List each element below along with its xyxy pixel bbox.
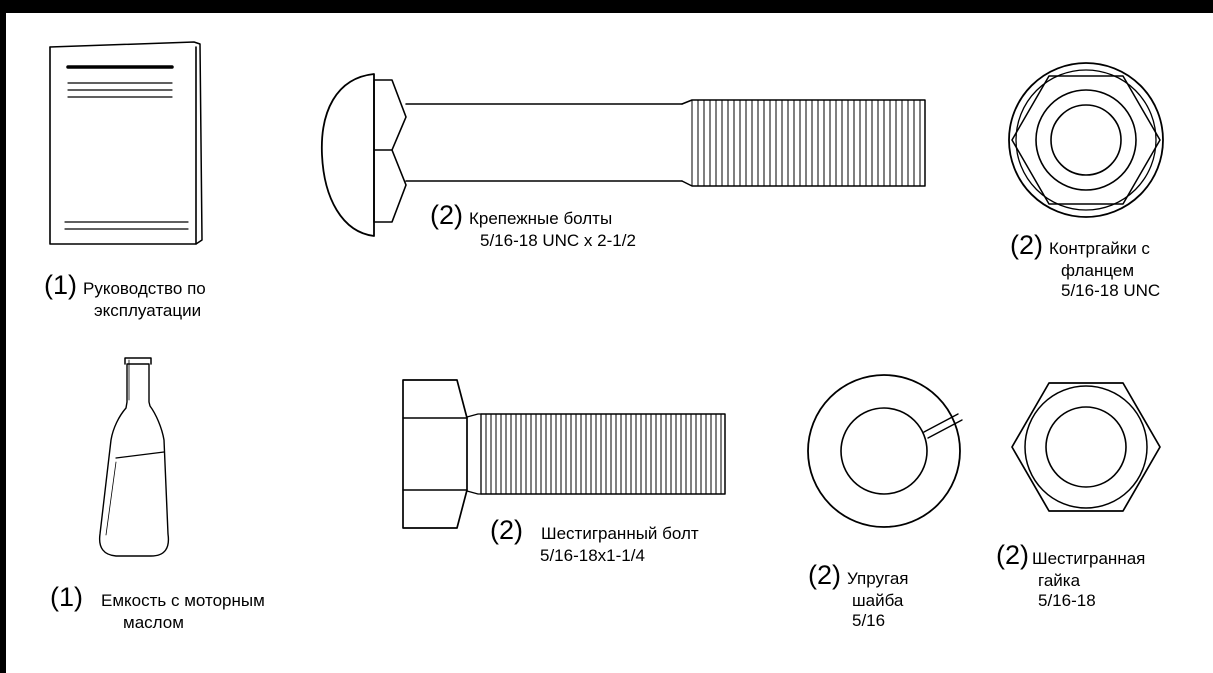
manual-name: Руководство по <box>83 279 206 298</box>
hex-nut-desc: гайка <box>1038 571 1081 591</box>
label-manual: (1) Руководство по эксплуатации <box>44 270 206 321</box>
oil-qty: (1) <box>50 582 83 612</box>
flange-nut-desc: фланцем <box>1061 261 1135 281</box>
hex-nut-size: 5/16-18 <box>1038 590 1096 610</box>
label-flange-nut: (2) Контргайки с фланцем 5/16-18 UNC <box>1010 230 1160 300</box>
carriage-bolt-qty: (2) <box>430 200 463 230</box>
lock-washer-desc: шайба <box>852 591 904 611</box>
label-lock-washer: (2) Упругая шайба 5/16 <box>808 560 909 630</box>
flange-nut-name: Контргайки с <box>1049 239 1150 258</box>
hex-bolt-icon <box>402 379 726 529</box>
hex-bolt-size: 5/16-18x1-1/4 <box>540 546 645 566</box>
lock-washer-icon <box>807 374 963 528</box>
hex-nut-name: Шестигранная <box>1032 549 1146 568</box>
label-oil: (1) Емкость с моторным маслом <box>50 582 265 633</box>
label-hex-bolt: (2) Шестигранный болт 5/16-18x1-1/4 <box>490 515 699 566</box>
manual-qty: (1) <box>44 270 77 300</box>
label-hex-nut: (2)Шестигранная гайка 5/16-18 <box>996 540 1145 610</box>
lock-washer-name: Упругая <box>847 569 909 588</box>
hex-bolt-name: Шестигранный болт <box>541 524 699 543</box>
carriage-bolt-size: 5/16-18 UNC x 2-1/2 <box>480 231 636 251</box>
flange-nut-size: 5/16-18 UNC <box>1061 280 1161 300</box>
hex-bolt-qty: (2) <box>490 515 523 545</box>
oil-bottle-icon <box>98 357 170 557</box>
carriage-bolt-icon <box>321 73 926 237</box>
hex-nut-qty: (2) <box>996 540 1029 570</box>
flange-nut-icon <box>1008 62 1164 218</box>
frame-left-bar <box>0 0 6 673</box>
flange-nut-qty: (2) <box>1010 230 1043 260</box>
hex-nut-icon <box>1011 382 1161 512</box>
carriage-bolt-name: Крепежные болты <box>469 209 613 228</box>
lock-washer-size: 5/16 <box>852 610 886 630</box>
lock-washer-qty: (2) <box>808 560 841 590</box>
manual-desc: эксплуатации <box>94 301 202 321</box>
frame-top-bar <box>0 0 1213 13</box>
oil-desc: маслом <box>123 613 184 633</box>
label-carriage-bolt: (2) Крепежные болты 5/16-18 UNC x 2-1/2 <box>430 200 636 251</box>
manual-icon <box>49 41 203 245</box>
oil-name: Емкость с моторным <box>101 591 265 610</box>
